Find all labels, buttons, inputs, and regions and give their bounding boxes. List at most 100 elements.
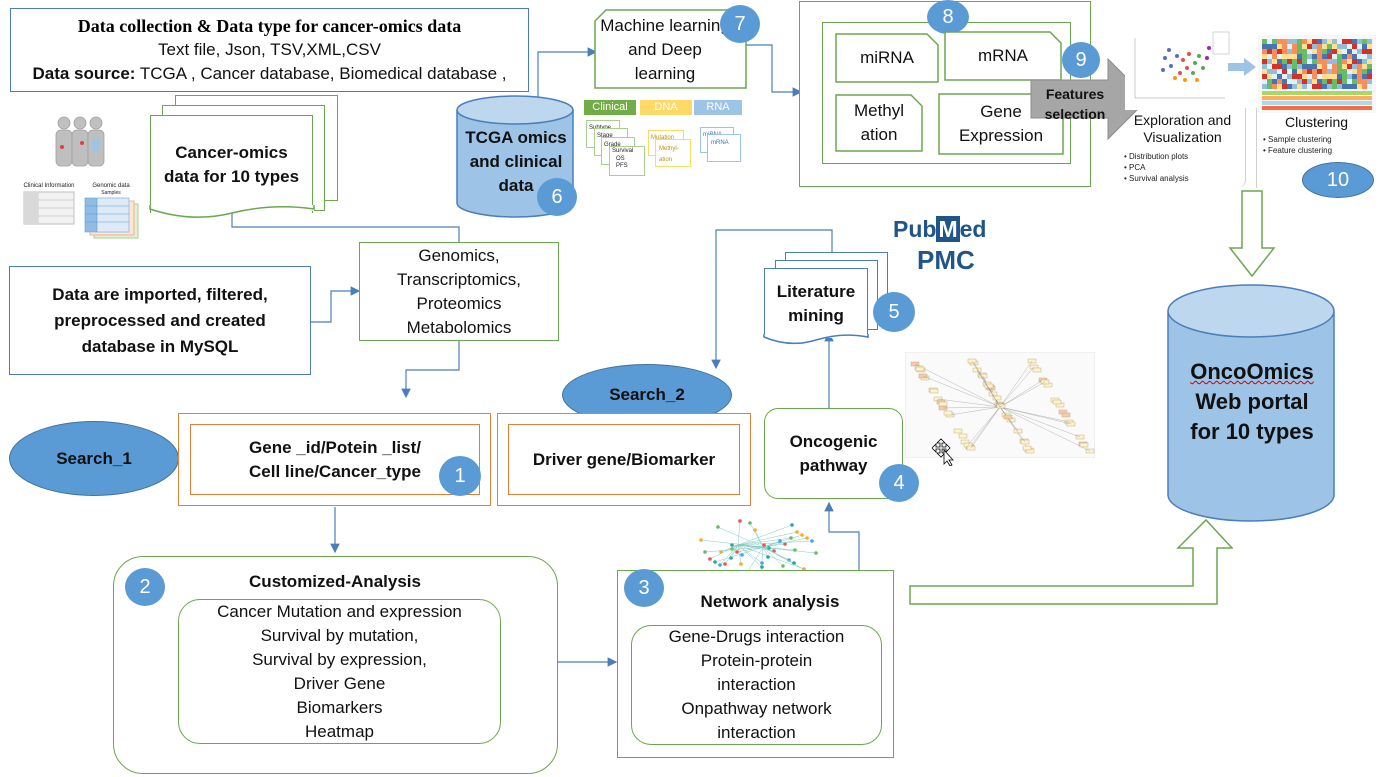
heatmap-cell <box>1262 39 1267 44</box>
heatmap-cell <box>1282 44 1287 49</box>
heatmap-cell <box>1347 39 1352 44</box>
genomic-table-icon <box>84 197 139 239</box>
step-number-1: 1 <box>439 456 481 496</box>
heatmap-cell <box>1332 79 1337 84</box>
network-edge <box>700 539 764 548</box>
heatmap-cell <box>1332 44 1337 49</box>
exploration-item-distribution-text: Distribution plots <box>1129 152 1189 161</box>
heatmap-cell <box>1312 54 1317 59</box>
line-tcga-to-ml <box>537 47 598 97</box>
heatmap-cell <box>1342 64 1347 69</box>
heatmap-cell <box>1352 79 1357 84</box>
network-node <box>718 563 722 567</box>
heatmap-cell <box>1322 44 1327 49</box>
heatmap-cell <box>1307 79 1312 84</box>
heatmap-cell <box>1317 84 1322 89</box>
cancer-omics-doc: Cancer-omics data for 10 types <box>150 115 313 213</box>
heatmap-cell <box>1312 44 1317 49</box>
network-item-interaction-1: interaction <box>717 675 796 694</box>
heatmap-cell <box>1352 69 1357 74</box>
literature-doc-wave <box>763 334 869 345</box>
data-collection-box: Data collection & Data type for cancer-o… <box>10 8 529 92</box>
heatmap-cell <box>1352 44 1357 49</box>
heatmap-cell <box>1332 74 1337 79</box>
clustering-title: Clustering <box>1284 114 1349 130</box>
network-edge <box>737 531 798 546</box>
heatmap-cell <box>1292 54 1297 59</box>
heatmap-cell <box>1357 49 1362 54</box>
pathway-edge <box>922 375 1001 408</box>
heatmap-cell <box>1362 39 1367 44</box>
line-network-to-pathway <box>824 501 860 573</box>
oncoomics-portal[interactable]: OncoOmics Web portal for 10 types <box>1170 352 1334 452</box>
network-node <box>699 538 703 542</box>
network-node <box>739 562 743 566</box>
heatmap-cell <box>1302 84 1307 89</box>
network-edge <box>762 534 803 548</box>
heatmap-cell <box>1367 69 1372 74</box>
heatmap-cell <box>1307 69 1312 74</box>
network-edge <box>762 546 769 558</box>
network-edge <box>749 522 764 548</box>
literature-mining-doc: Literature mining <box>764 268 868 338</box>
heatmap-cell <box>1327 69 1332 74</box>
heatmap-cell <box>1347 74 1352 79</box>
heatmap-cell <box>1357 74 1362 79</box>
pubmed-wordmark: PubMed <box>893 215 1008 243</box>
heatmap-cell <box>1277 54 1282 59</box>
heatmap-cell <box>1352 59 1357 64</box>
network-node <box>767 546 771 550</box>
network-node <box>783 542 787 546</box>
pathway-node <box>992 395 1002 401</box>
pathway-node <box>953 428 963 434</box>
clustering-item-feature: • Feature clustering <box>1263 146 1333 155</box>
heatmap-cell <box>1307 49 1312 54</box>
heatmap-cell <box>1272 74 1277 79</box>
heatmap-cell <box>1327 49 1332 54</box>
heatmap-cell <box>1362 44 1367 49</box>
omics-types-box: Genomics, Transcriptomics, Proteomics Me… <box>359 242 559 341</box>
heatmap-cell <box>1282 54 1287 59</box>
heatmap-cell <box>1337 79 1342 84</box>
clustering-item-sample: • Sample clustering <box>1263 135 1332 144</box>
network-edge <box>730 544 739 559</box>
network-node <box>810 539 814 543</box>
heatmap-cell <box>1342 69 1347 74</box>
network-node <box>753 528 757 532</box>
network-node <box>735 550 739 554</box>
heatmap-cell <box>1287 64 1292 69</box>
heatmap-cell <box>1367 44 1372 49</box>
heatmap-cell <box>1277 64 1282 69</box>
heatmap-cell <box>1317 69 1322 74</box>
line-omics-to-gene <box>401 341 460 399</box>
heatmap-cell <box>1277 59 1282 64</box>
network-node <box>730 543 734 547</box>
heatmap-cell <box>1272 39 1277 44</box>
heatmap-cell <box>1292 59 1297 64</box>
heatmap-cell <box>1282 49 1287 54</box>
search-1-ellipse[interactable]: Search_1 <box>9 421 179 496</box>
features-selection-arrow <box>1030 58 1149 140</box>
move-cursor-icon <box>932 438 954 466</box>
heatmap-cell <box>1327 44 1332 49</box>
gene-query-box[interactable]: Gene _id/Potein _list/ Cell line/Cancer_… <box>190 424 480 495</box>
heatmap-cell <box>1302 44 1307 49</box>
heatmap-cell <box>1282 84 1287 89</box>
heatmap-cell <box>1332 69 1337 74</box>
heatmap-cell <box>1272 84 1277 89</box>
heatmap-cell <box>1282 39 1287 44</box>
heatmap-cell <box>1327 84 1332 89</box>
heatmap-cell <box>1267 84 1272 89</box>
driver-gene-box[interactable]: Driver gene/Biomarker <box>508 424 740 495</box>
heatmap-cell <box>1272 49 1277 54</box>
heatmap-cell <box>1327 79 1332 84</box>
heatmap-cell <box>1337 49 1342 54</box>
network-node <box>762 543 766 547</box>
features-selection: Features selection <box>1034 82 1116 126</box>
heatmap-cell <box>1277 49 1282 54</box>
heatmap-cell <box>1362 69 1367 74</box>
pathway-node <box>984 383 994 389</box>
network-edge <box>762 540 781 548</box>
heatmap-cell <box>1282 69 1287 74</box>
heatmap-cell <box>1297 84 1302 89</box>
